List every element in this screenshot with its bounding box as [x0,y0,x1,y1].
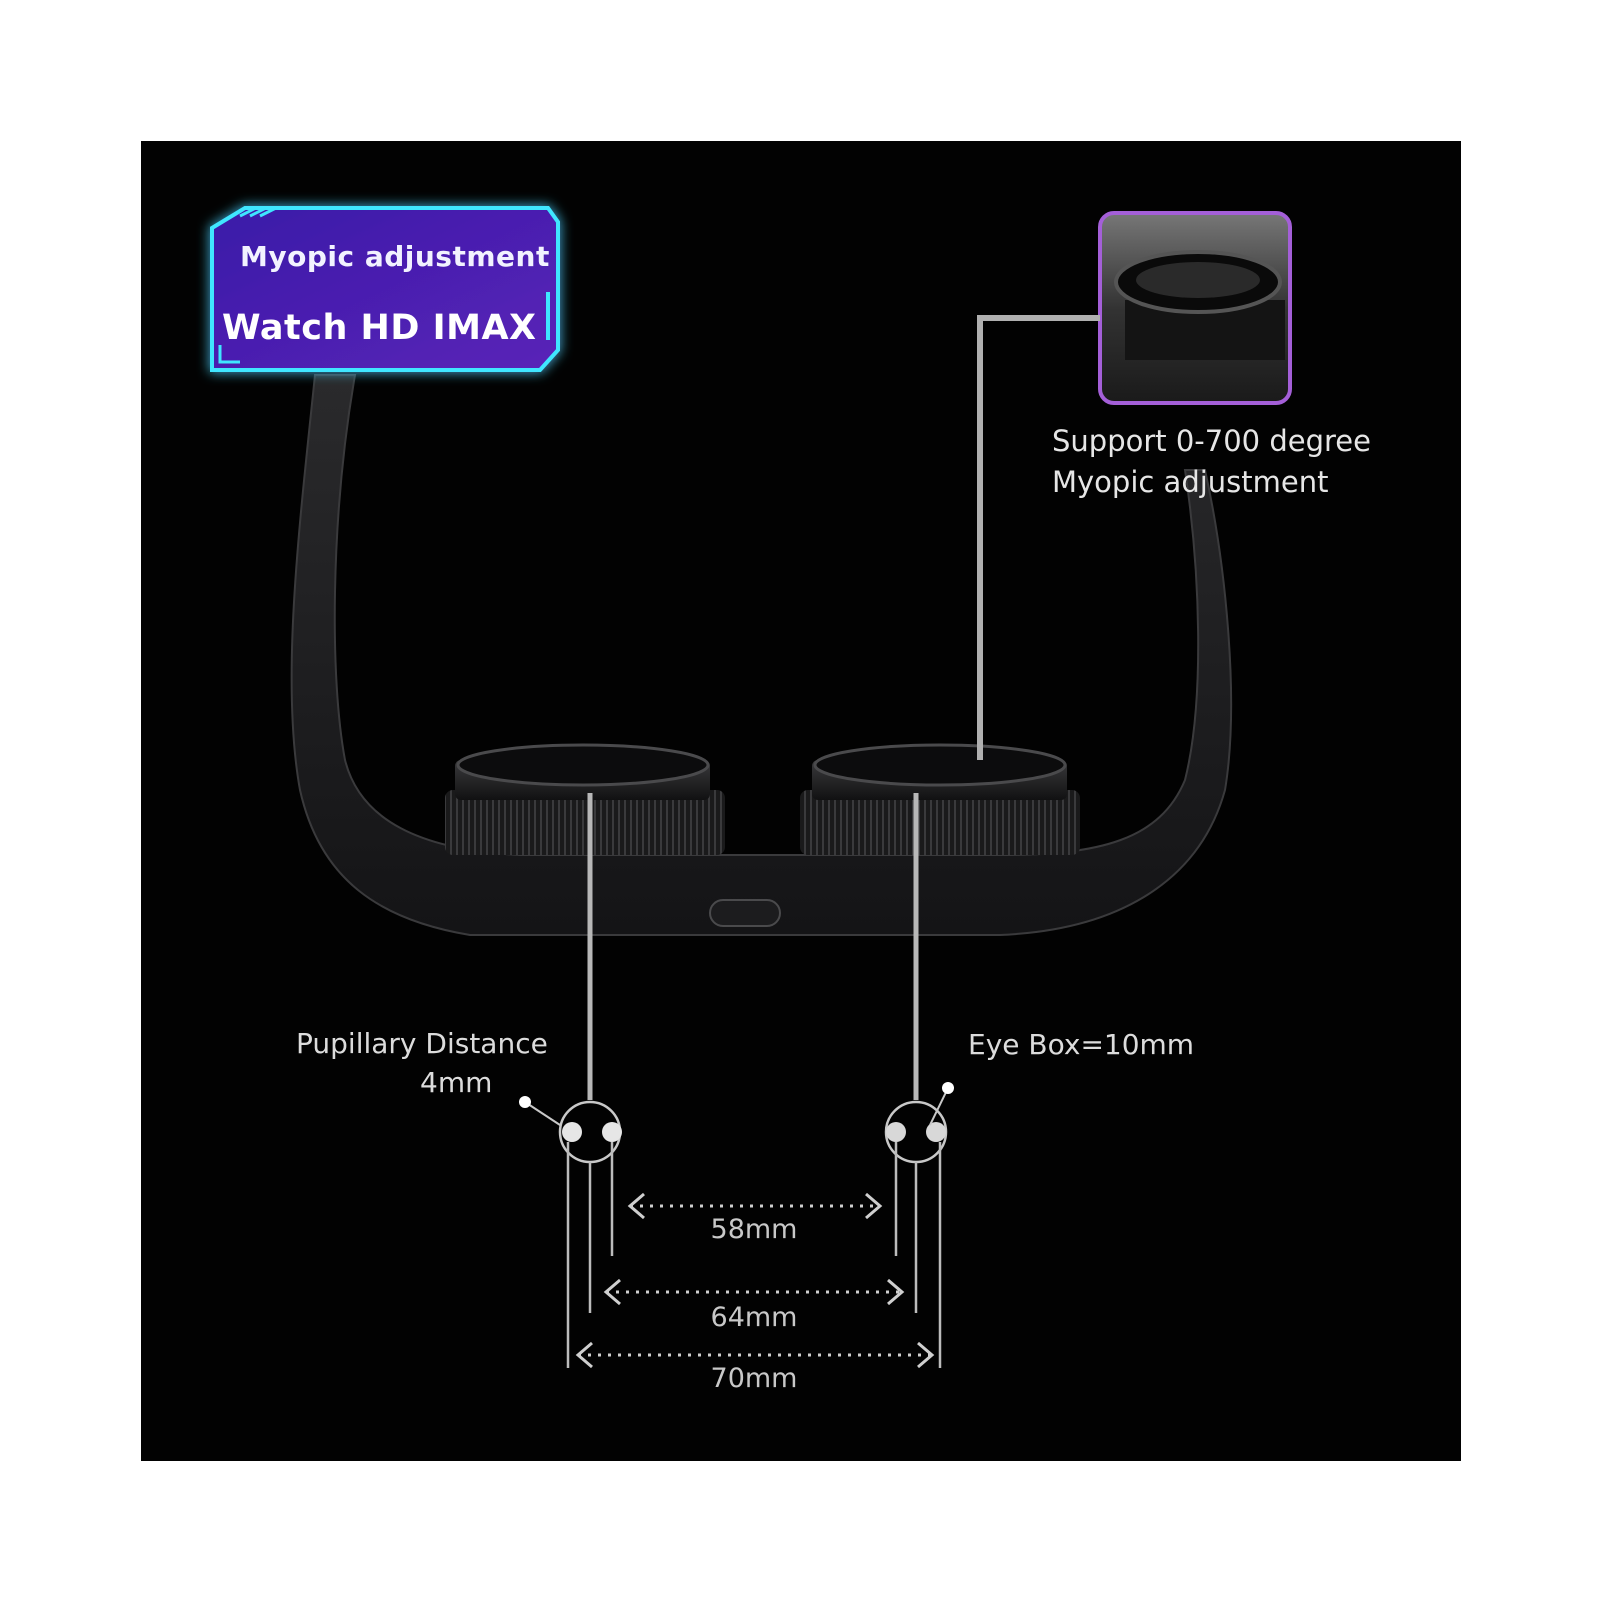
badge-subtitle: Watch HD IMAX [222,308,537,348]
badge-title: Myopic adjustment [240,240,550,273]
myopia-callout-line2: Myopic adjustment [1052,465,1329,499]
myopia-callout-line1: Support 0-700 degree [1052,424,1371,458]
left-lens [445,743,725,855]
left-eye-marker [519,1096,622,1164]
right-lens [800,743,1080,855]
inset-leader-line [977,315,1100,760]
pupillary-distance-label: Pupillary Distance [296,1027,548,1060]
dimension-58mm [627,1192,883,1220]
headset-frame [290,374,1233,936]
dimension-64mm [603,1278,905,1306]
headset-button [709,899,781,927]
measurement-58mm: 58mm [710,1214,798,1245]
measurement-70mm: 70mm [710,1363,798,1394]
eye-box-label: Eye Box=10mm [968,1028,1195,1061]
lens-inset [1098,211,1292,405]
dimension-extension-lines [566,1142,942,1368]
pupillary-distance-value: 4mm [420,1066,493,1099]
dimension-70mm [575,1341,935,1369]
measurement-64mm: 64mm [710,1302,798,1333]
right-eye-marker [884,1082,954,1164]
feature-badge [210,206,560,372]
